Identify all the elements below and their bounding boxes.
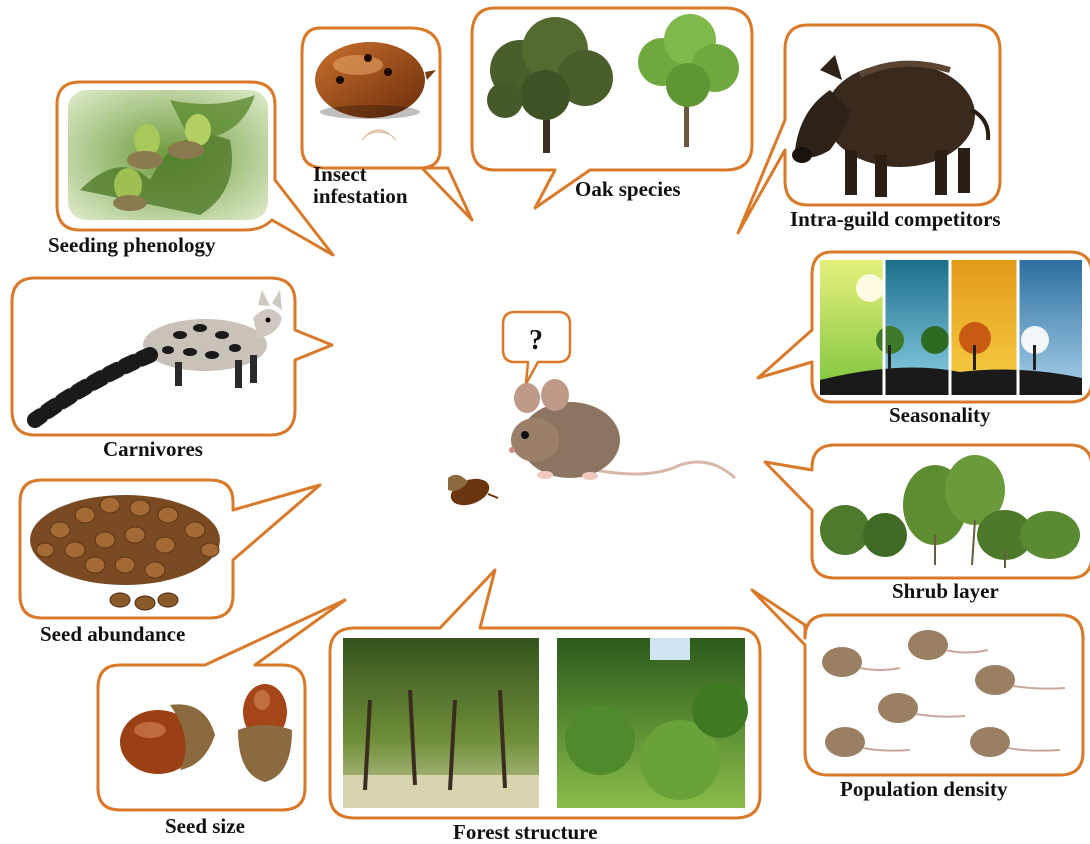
label-intra-guild-competitors: Intra-guild competitors: [790, 208, 1001, 230]
label-seed-abundance: Seed abundance: [40, 623, 185, 645]
population-bubble: [752, 590, 1083, 775]
label-seed-size: Seed size: [165, 815, 245, 837]
dense-forest-photo-icon: [557, 638, 748, 808]
green-acorns-icon: [68, 90, 268, 220]
label-forest-structure: Forest structure: [453, 821, 597, 843]
label-carnivores: Carnivores: [103, 438, 203, 460]
label-shrub-layer: Shrub layer: [892, 580, 999, 602]
label-population-density: Population density: [840, 778, 1007, 800]
wood-mouse-icon: [509, 379, 735, 480]
label-insect-infestation: Insect infestation: [313, 163, 408, 207]
acorn-icon: [447, 474, 498, 510]
open-forest-photo-icon: [343, 638, 539, 808]
question-mark: ?: [529, 325, 543, 356]
seasons-panel-icon: [820, 260, 1082, 395]
label-oak-species: Oak species: [575, 178, 681, 200]
label-seasonality: Seasonality: [889, 404, 991, 426]
label-seeding-phenology: Seeding phenology: [48, 234, 215, 256]
